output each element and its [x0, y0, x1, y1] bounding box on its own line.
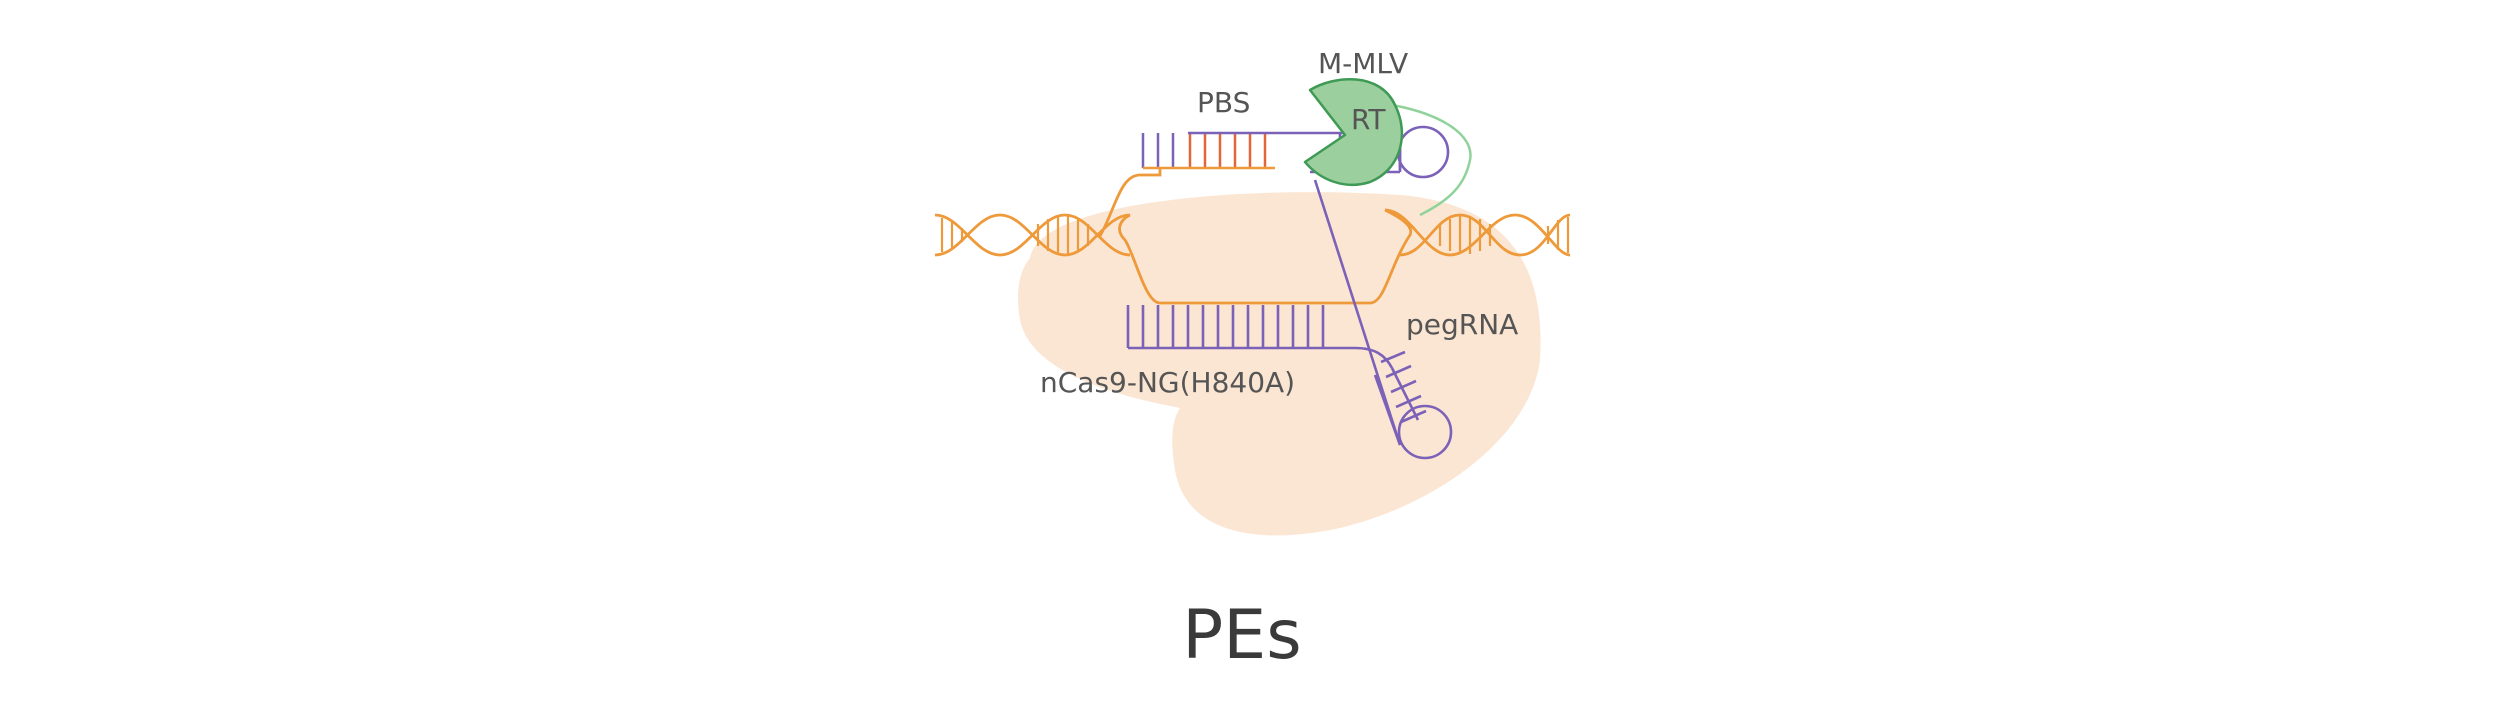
- linker-tether: [1371, 100, 1472, 217]
- dna-helix-left: [934, 213, 1131, 257]
- ncas9-protein-blob: [1018, 192, 1541, 536]
- label-pegrna: pegRNA: [1406, 308, 1518, 341]
- label-mmlv: M-MLV: [1318, 47, 1408, 80]
- dna-helix-right: [1384, 208, 1571, 257]
- mmlv-rt-enzyme: [1303, 77, 1404, 187]
- dna-unwound-region: [1098, 168, 1413, 305]
- label-rt: RT: [1351, 103, 1386, 136]
- label-ncas9: nCas9-NG(H840A): [1040, 366, 1295, 399]
- pbs-duplex: [1141, 133, 1275, 170]
- label-pbs: PBS: [1197, 86, 1250, 119]
- figure-title: PEs: [1182, 596, 1301, 675]
